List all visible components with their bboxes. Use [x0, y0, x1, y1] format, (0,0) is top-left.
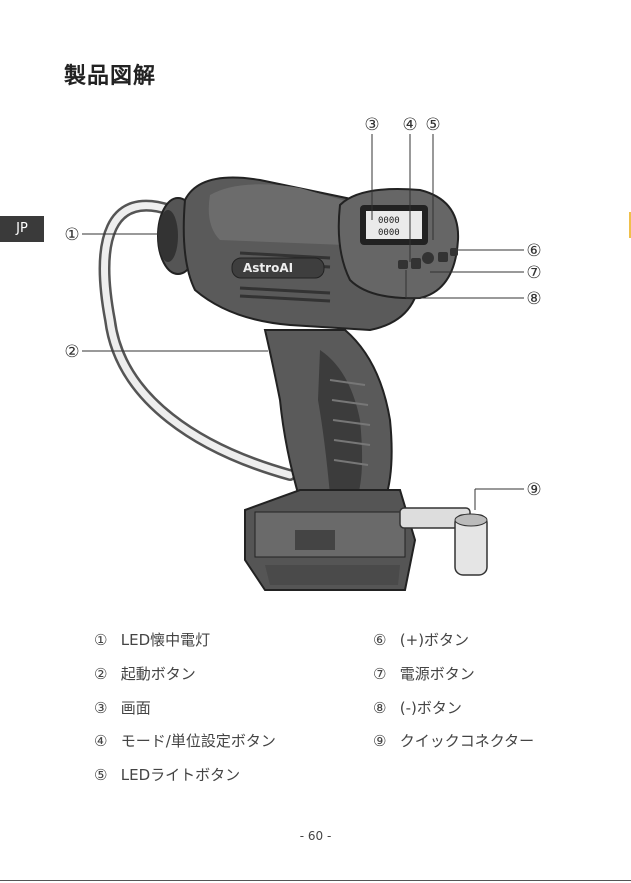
page-number: - 60 -	[0, 829, 631, 843]
legend-item-5: ⑤ LEDライトボタン	[94, 764, 240, 785]
display-head	[339, 189, 458, 298]
legend-item-8: ⑧ (-)ボタン	[373, 697, 462, 718]
legend-label: クイックコネクター	[400, 732, 534, 750]
battery-base	[245, 490, 415, 590]
legend-label: LED懐中電灯	[121, 631, 210, 649]
callout-8: ⑧	[526, 289, 541, 309]
legend-item-7: ⑦ 電源ボタン	[373, 663, 475, 684]
legend-num: ②	[94, 665, 116, 683]
legend-item-6: ⑥ (+)ボタン	[373, 629, 469, 650]
legend-num: ③	[94, 699, 116, 717]
legend-num: ⑤	[94, 766, 116, 784]
legend-num: ④	[94, 732, 116, 750]
callout-7: ⑦	[526, 263, 541, 283]
legend-label: 起動ボタン	[121, 665, 196, 683]
brand-label: AstroAI	[243, 261, 293, 275]
lcd-digits-bottom: 0000	[378, 228, 400, 238]
bottom-rule	[0, 880, 631, 881]
legend-item-9: ⑨ クイックコネクター	[373, 730, 534, 751]
callout-3: ③	[364, 115, 379, 135]
legend-label: (-)ボタン	[400, 699, 462, 717]
legend-num: ⑧	[373, 699, 395, 717]
callout-9: ⑨	[526, 480, 541, 500]
legend-item-4: ④ モード/単位設定ボタン	[94, 730, 276, 751]
legend-label: LEDライトボタン	[121, 766, 240, 784]
legend-label: モード/単位設定ボタン	[121, 732, 276, 750]
callout-5: ⑤	[425, 115, 440, 135]
legend-item-3: ③ 画面	[94, 697, 151, 718]
product-diagram: ① ② ③ ④ ⑤ ⑥ ⑦ ⑧ ⑨ AstroAI 0000 0000	[0, 0, 631, 600]
legend-label: 画面	[121, 699, 151, 717]
callout-2: ②	[64, 342, 79, 362]
legend-label: 電源ボタン	[400, 665, 475, 683]
legend-label: (+)ボタン	[400, 631, 469, 649]
callout-4: ④	[402, 115, 417, 135]
legend-item-1: ① LED懐中電灯	[94, 629, 210, 650]
legend-item-2: ② 起動ボタン	[94, 663, 196, 684]
callout-6: ⑥	[526, 241, 541, 261]
legend-num: ①	[94, 631, 116, 649]
legend-num: ⑨	[373, 732, 395, 750]
legend-num: ⑥	[373, 631, 395, 649]
callout-1: ①	[64, 225, 79, 245]
lcd-digits-top: 0000	[378, 216, 400, 226]
legend-num: ⑦	[373, 665, 395, 683]
